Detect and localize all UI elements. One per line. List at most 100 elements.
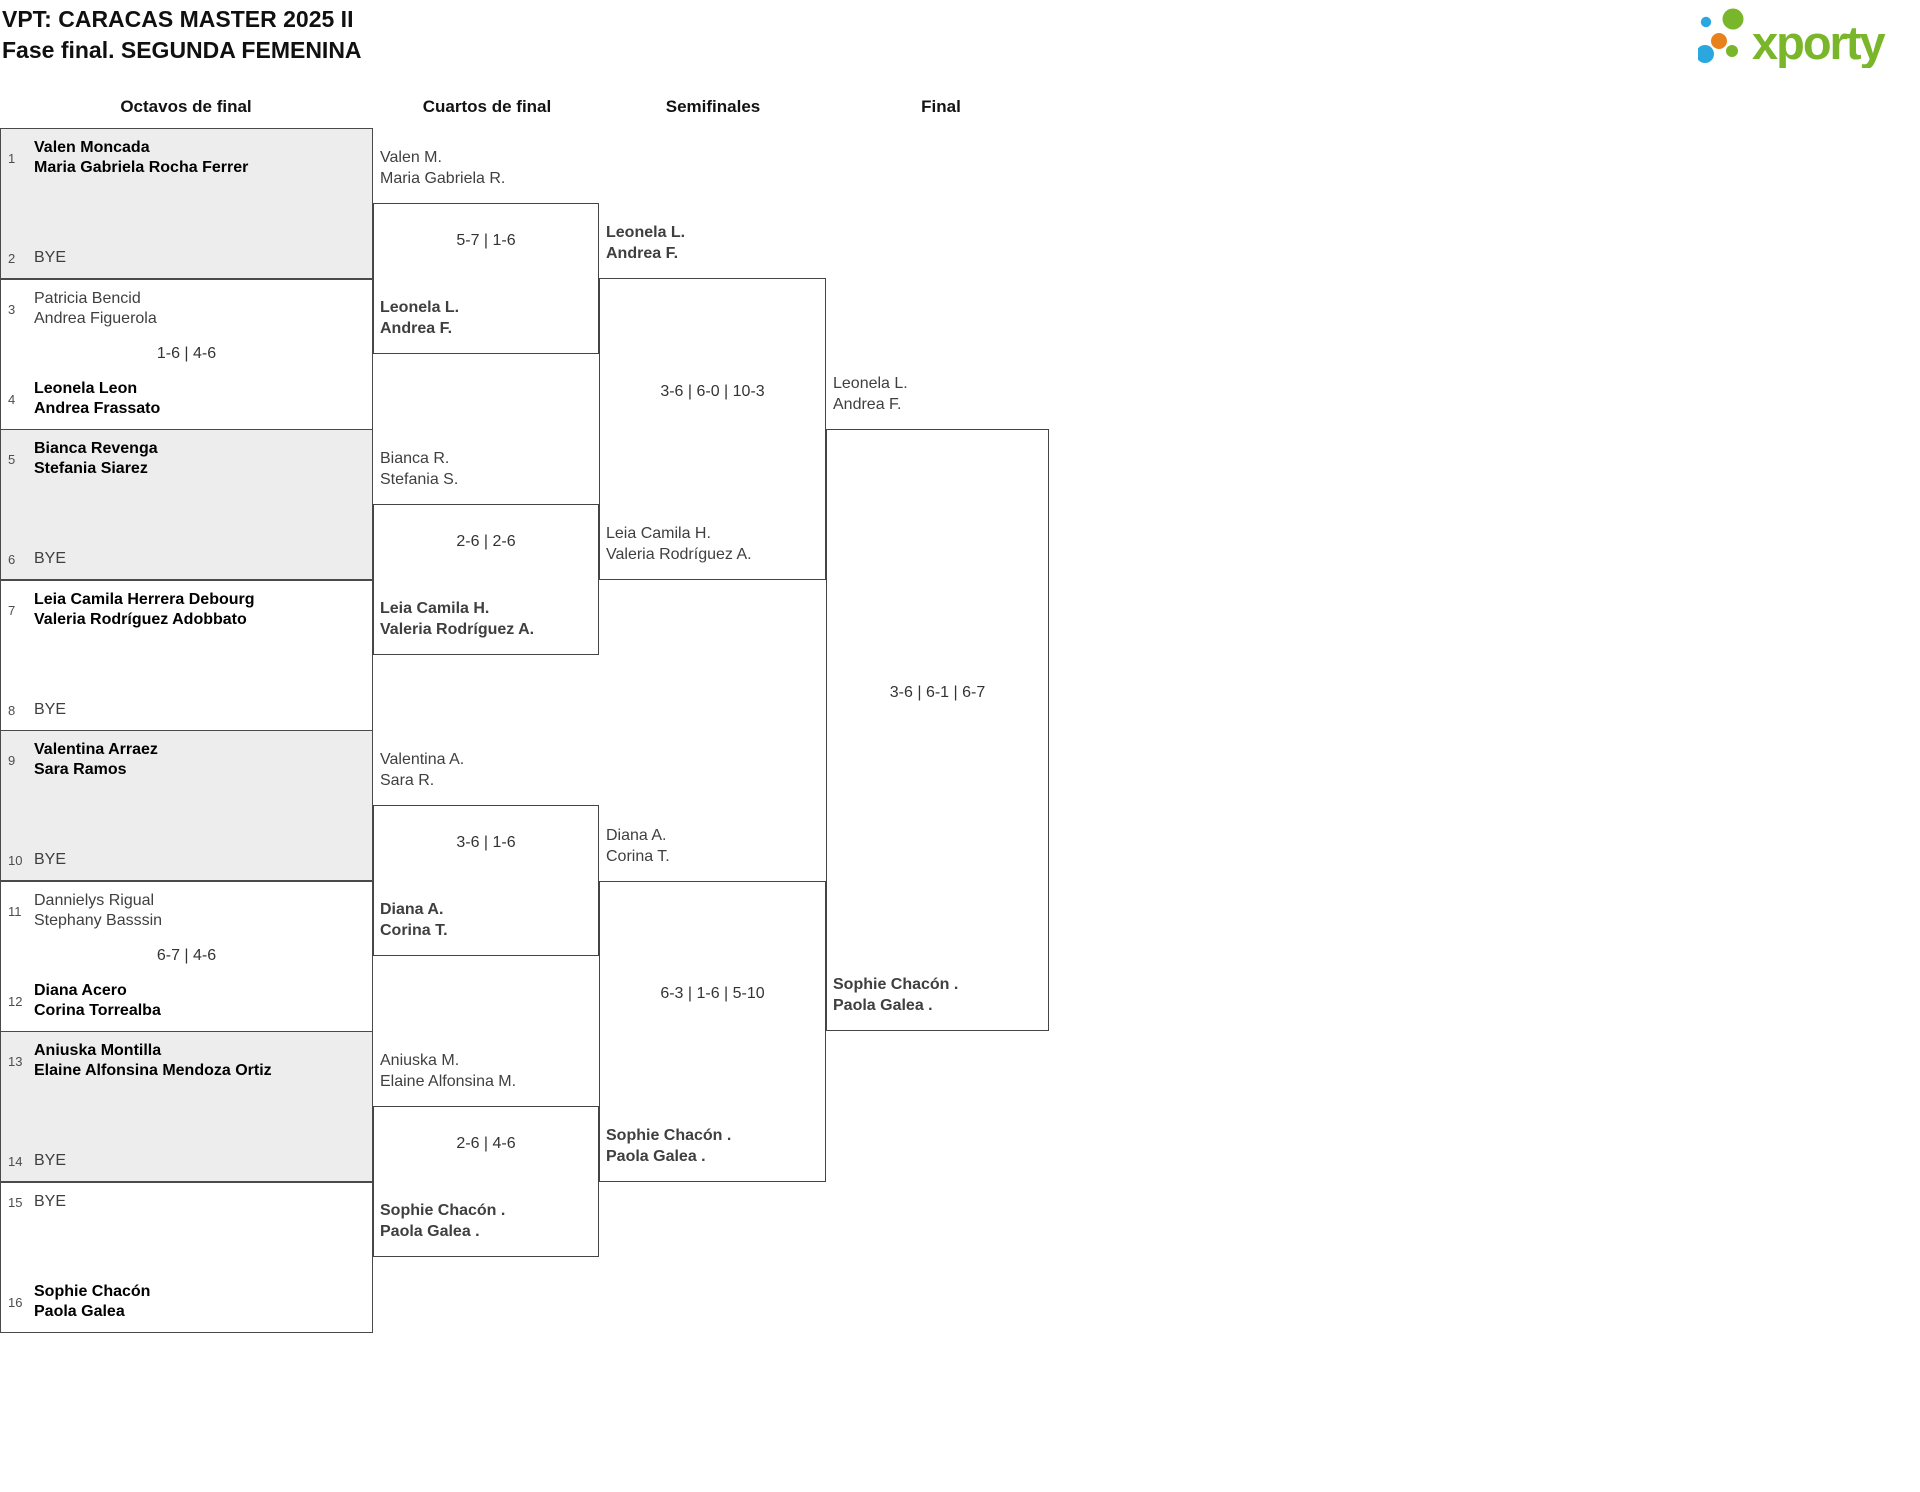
player-name: Leia Camila H. — [380, 600, 490, 617]
qf-match-3-bottom-team: Diana A. Corina T. — [380, 899, 448, 941]
player-name: Stephany Basssin — [34, 912, 163, 929]
r16-match-3-bottom-slot: 6 BYE — [8, 549, 368, 569]
r16-match-5-bottom-slot: 10 BYE — [8, 850, 368, 870]
logo-dot-blue-large-icon — [1696, 45, 1714, 63]
player-name: Andrea Figuerola — [34, 310, 157, 327]
player-name: Aniuska M. — [380, 1052, 460, 1069]
player-name: Corina T. — [606, 848, 670, 865]
seed-number: 4 — [8, 391, 16, 407]
team-names: BYE — [34, 248, 66, 268]
player-name: Leonela L. — [380, 299, 460, 316]
xporty-logo[interactable]: xporty — [1696, 8, 1910, 73]
r16-match-5: 9 Valentina Arraez Sara Ramos 10 BYE — [0, 730, 373, 881]
player-name: Stefania Siarez — [34, 460, 148, 477]
logo-wordmark: xporty — [1752, 16, 1886, 68]
tournament-title: VPT: CARACAS MASTER 2025 II — [2, 6, 354, 32]
player-name: BYE — [34, 1193, 67, 1210]
r16-match-7-top-slot: 13 Aniuska Montilla Elaine Alfonsina Men… — [8, 1041, 368, 1081]
qf-match-4-score: 2-6 | 4-6 — [456, 1135, 516, 1152]
final-match-top-team: Leonela L. Andrea F. — [833, 373, 908, 415]
r16-match-5-top-slot: 9 Valentina Arraez Sara Ramos — [8, 740, 368, 780]
player-name: Paola Galea — [34, 1303, 125, 1320]
seed-number: 12 — [8, 993, 23, 1009]
logo-dot-green-large-icon — [1722, 8, 1744, 30]
qf-match-1-box — [373, 203, 599, 354]
team-names: Leia Camila Herrera Debourg Valeria Rodr… — [34, 590, 255, 630]
qf-match-4-top-team: Aniuska M. Elaine Alfonsina M. — [380, 1050, 516, 1092]
player-name: Andrea F. — [380, 320, 453, 337]
player-name: Bianca Revenga — [34, 440, 158, 457]
sf-match-1-score: 3-6 | 6-0 | 10-3 — [660, 383, 765, 400]
qf-match-2-score: 2-6 | 2-6 — [456, 533, 516, 550]
player-name: Diana A. — [380, 901, 444, 918]
round-header-octavos: Octavos de final — [120, 97, 252, 116]
qf-match-1-score: 5-7 | 1-6 — [456, 232, 516, 249]
round-header-semifinales: Semifinales — [665, 97, 761, 116]
logo-dots-icon: xporty — [1696, 8, 1888, 69]
qf-match-4-bottom-team: Sophie Chacón . Paola Galea . — [380, 1200, 505, 1242]
r16-match-8-bottom-slot: 16 Sophie Chacón Paola Galea — [8, 1282, 368, 1322]
player-name: Andrea F. — [833, 396, 902, 413]
team-names: Valen Moncada Maria Gabriela Rocha Ferre… — [34, 138, 248, 178]
team-names: Bianca Revenga Stefania Siarez — [34, 439, 158, 479]
player-name: Corina T. — [380, 922, 448, 939]
player-name: Sophie Chacón . — [380, 1202, 506, 1219]
player-name: Paola Galea . — [833, 997, 933, 1014]
r16-match-7-bottom-slot: 14 BYE — [8, 1151, 368, 1171]
seed-number: 5 — [8, 451, 16, 467]
qf-match-2-box — [373, 504, 599, 655]
player-name: Sophie Chacón . — [833, 976, 959, 993]
player-name: Leia Camila Herrera Debourg — [34, 591, 255, 608]
sf-match-2-score: 6-3 | 1-6 | 5-10 — [660, 985, 765, 1002]
player-name: Stefania S. — [380, 471, 459, 488]
player-name: Dannielys Rigual — [34, 892, 155, 909]
player-name: Leonela L. — [606, 224, 686, 241]
seed-number: 13 — [8, 1053, 23, 1069]
match-score: 1-6 | 4-6 — [156, 345, 217, 362]
player-name: BYE — [34, 550, 67, 567]
qf-match-4-box — [373, 1106, 599, 1257]
player-name: Diana A. — [606, 827, 667, 844]
team-names: Sophie Chacón Paola Galea — [34, 1282, 150, 1322]
logo-dot-green-small-icon — [1726, 45, 1738, 57]
r16-match-7: 13 Aniuska Montilla Elaine Alfonsina Men… — [0, 1031, 373, 1182]
player-name: Corina Torrealba — [34, 1002, 161, 1019]
r16-match-1-bottom-slot: 2 BYE — [8, 248, 368, 268]
player-name: Valentina A. — [380, 751, 465, 768]
player-name: Elaine Alfonsina M. — [380, 1073, 517, 1090]
sf-match-2-bottom-team: Sophie Chacón . Paola Galea . — [606, 1125, 731, 1167]
player-name: Andrea Frassato — [34, 400, 161, 417]
player-name: Elaine Alfonsina Mendoza Ortiz — [34, 1062, 272, 1079]
player-name: Maria Gabriela R. — [380, 170, 506, 187]
seed-number: 2 — [8, 250, 16, 266]
player-name: Maria Gabriela Rocha Ferrer — [34, 159, 249, 176]
player-name: Sophie Chacón — [34, 1283, 151, 1300]
team-names: BYE — [34, 700, 66, 720]
r16-match-3: 5 Bianca Revenga Stefania Siarez 6 BYE — [0, 429, 373, 580]
player-name: BYE — [34, 701, 67, 718]
sf-match-2-box — [599, 881, 826, 1182]
logo-dot-orange-icon — [1711, 33, 1727, 49]
team-names: Valentina Arraez Sara Ramos — [34, 740, 158, 780]
final-match-score: 3-6 | 6-1 | 6-7 — [889, 684, 986, 701]
player-name: Leia Camila H. — [606, 525, 711, 542]
player-name: BYE — [34, 851, 67, 868]
r16-match-2-bottom-slot: 4 Leonela Leon Andrea Frassato — [8, 379, 368, 419]
player-name: Diana Acero — [34, 982, 127, 999]
final-match-bottom-team: Sophie Chacón . Paola Galea . — [833, 974, 958, 1016]
player-name: Sophie Chacón . — [606, 1127, 732, 1144]
player-name: BYE — [34, 1152, 67, 1169]
player-name: Bianca R. — [380, 450, 450, 467]
seed-number: 1 — [8, 150, 16, 166]
player-name: Paola Galea . — [606, 1148, 706, 1165]
player-name: Aniuska Montilla — [34, 1042, 162, 1059]
r16-match-8-top-slot: 15 BYE — [8, 1192, 368, 1212]
r16-match-6-bottom-slot: 12 Diana Acero Corina Torrealba — [8, 981, 368, 1021]
seed-number: 3 — [8, 301, 16, 317]
qf-match-1-bottom-team: Leonela L. Andrea F. — [380, 297, 459, 339]
round-header-cuartos: Cuartos de final — [422, 97, 552, 116]
sf-match-1-top-team: Leonela L. Andrea F. — [606, 222, 685, 264]
player-name: Leonela L. — [833, 375, 908, 392]
team-names: Diana Acero Corina Torrealba — [34, 981, 161, 1021]
